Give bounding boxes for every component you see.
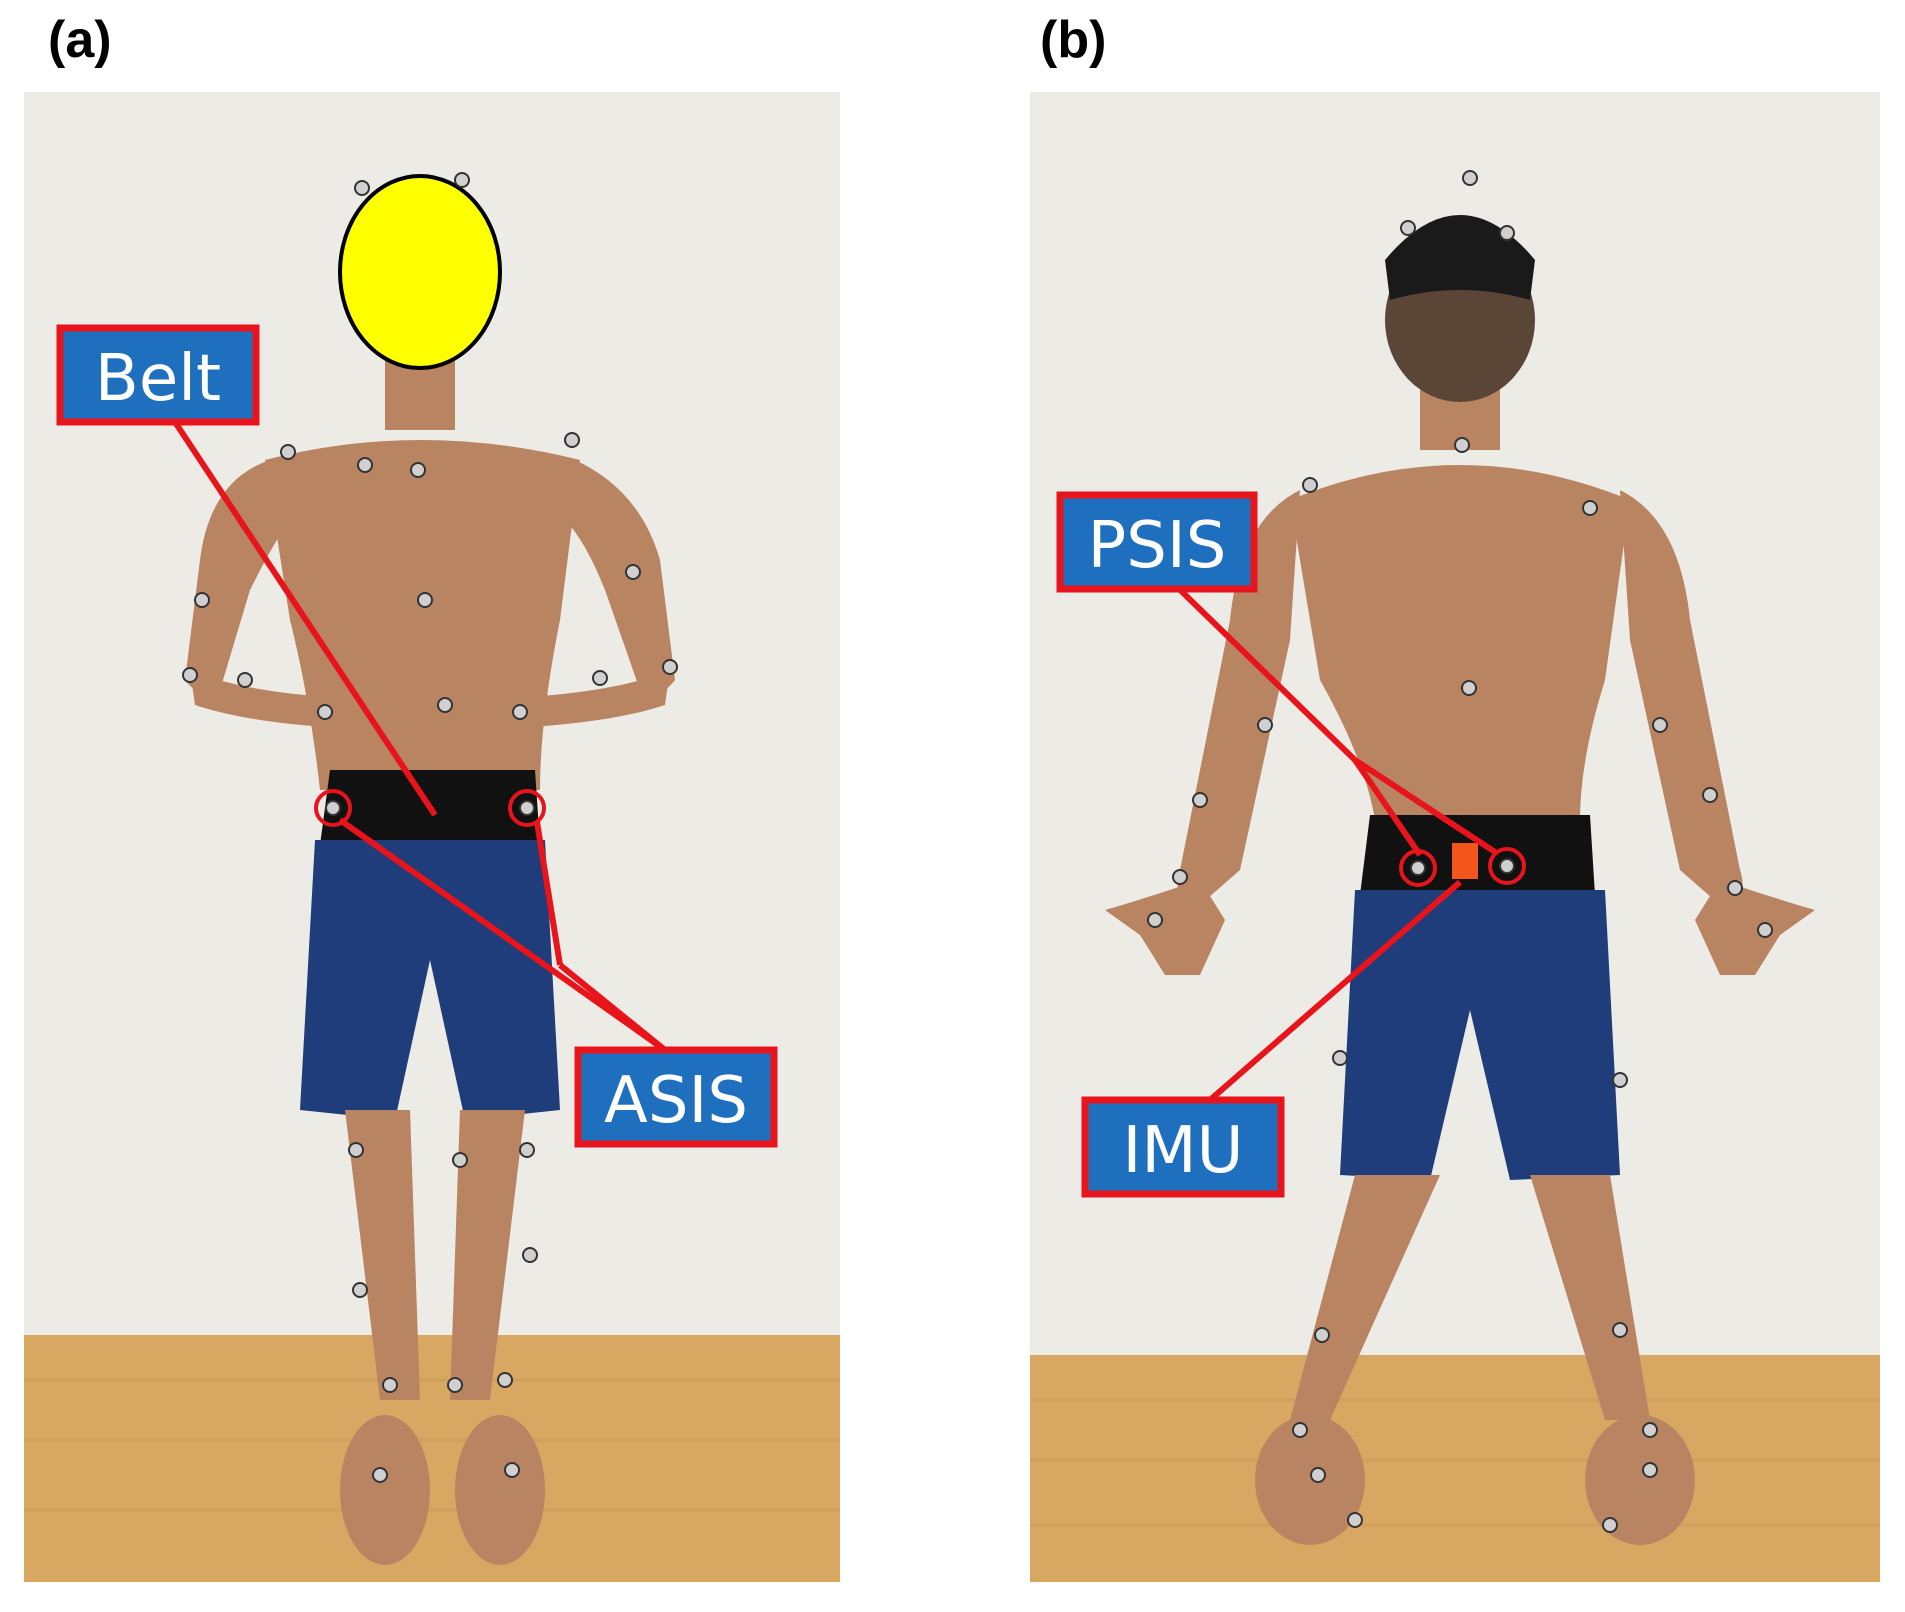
asis-left-marker-highlight [314,789,352,827]
person-front [182,172,678,1565]
psis-callout-label: PSIS [1088,509,1227,583]
panel-label-b: (b) [1040,11,1107,69]
imu-callout-label: IMU [1123,1114,1244,1188]
shorts-front [300,840,560,1120]
imu-callout: IMU [1081,1096,1285,1198]
panel-label-a: (a) [48,11,112,69]
imu-device [1452,843,1478,879]
shorts-back [1340,890,1620,1180]
person-back [1105,170,1815,1545]
motion-markers-back [1147,170,1773,1533]
cap [1385,215,1535,300]
leader-lines-front [172,420,667,1053]
wooden-floor [24,1335,840,1582]
photo-front-view: Belt ASIS [24,92,840,1582]
leader-lines-back [1172,582,1497,1103]
wooden-floor [1030,1355,1880,1582]
psis-callout: PSIS [1056,491,1258,593]
belt-callout-label: Belt [95,342,221,416]
photo-back-view: PSIS IMU [1030,92,1880,1582]
asis-callout: ASIS [574,1046,778,1148]
motion-markers-front [182,172,678,1483]
asis-right-marker-highlight [508,789,546,827]
belt-callout: Belt [56,324,260,426]
psis-right-marker-highlight [1488,847,1526,885]
asis-callout-label: ASIS [604,1064,748,1138]
face-mask [338,174,502,370]
